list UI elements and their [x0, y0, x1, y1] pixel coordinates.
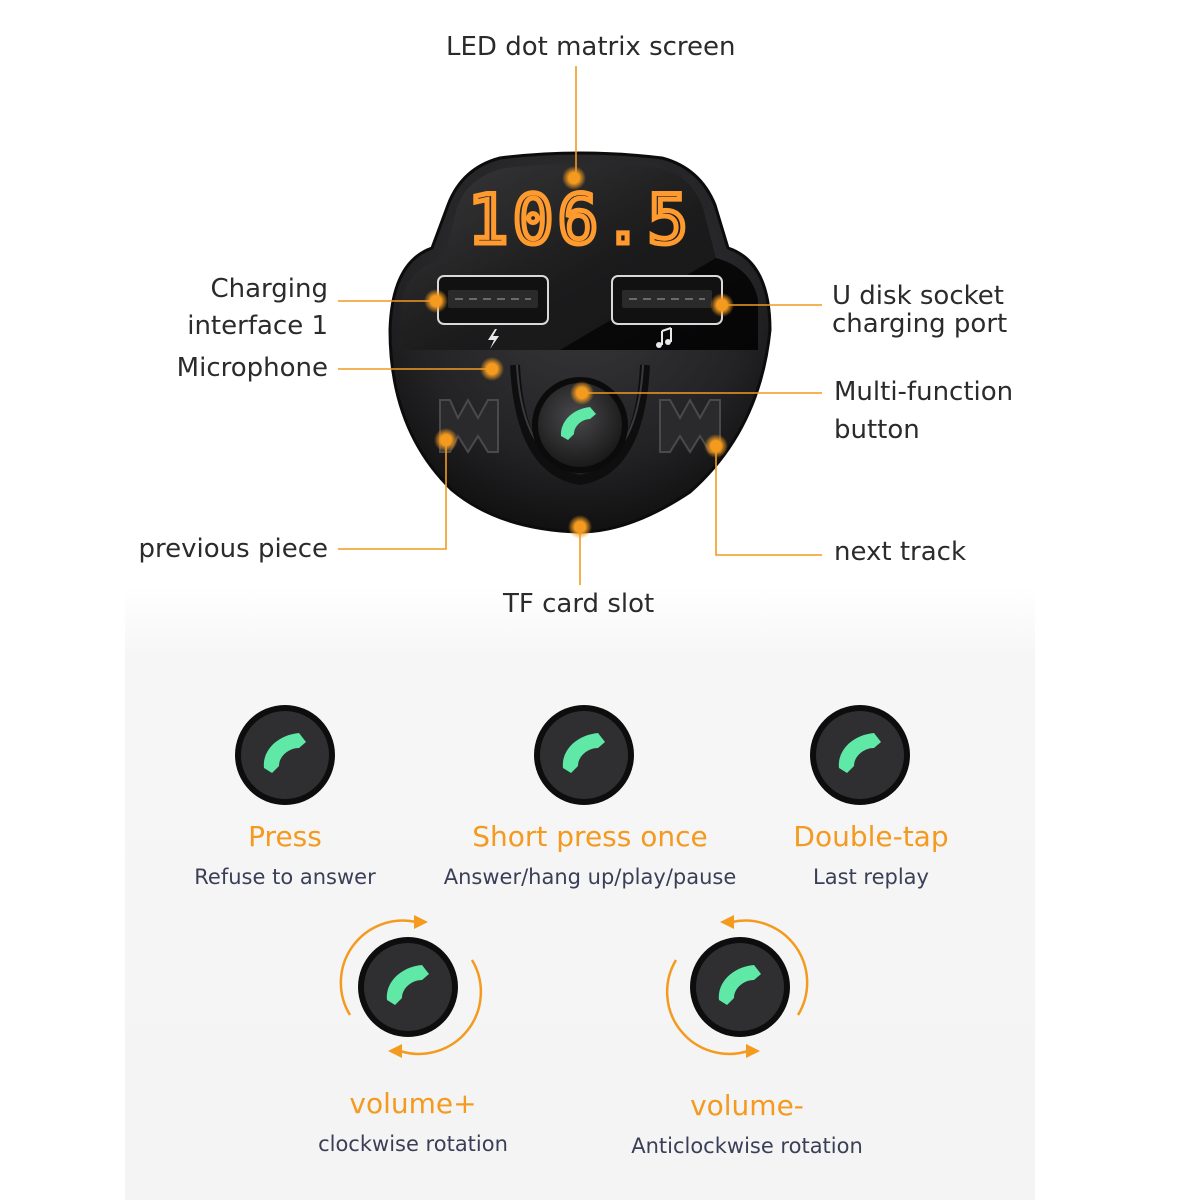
usb-port-left — [437, 275, 549, 325]
phone-icon — [562, 733, 605, 773]
label-charging-interface-line1: Charging — [210, 274, 328, 304]
mode-title-volume-down: volume- — [690, 1089, 804, 1122]
mode-desc-press: Refuse to answer — [194, 865, 376, 889]
anticlockwise-arrow-icon — [665, 919, 809, 1056]
multi-function-knob — [532, 377, 628, 473]
label-charging-interface-line2: interface 1 — [187, 311, 328, 341]
mode-desc-volume-up: clockwise rotation — [318, 1132, 508, 1156]
phone-icon — [263, 733, 306, 773]
mode-title-short-press: Short press once — [472, 820, 708, 853]
mode-knob-volume-up — [339, 915, 483, 1058]
label-led-screen: LED dot matrix screen — [446, 32, 736, 62]
car-fm-transmitter-illustration: 106.5 — [338, 66, 822, 585]
mode-knob-short-press — [534, 705, 634, 805]
mode-knob-press — [235, 705, 335, 805]
clockwise-arrow-icon — [339, 919, 483, 1056]
callout-markers — [424, 166, 734, 539]
mode-title-double-tap: Double-tap — [793, 820, 949, 853]
label-tf-card-slot: TF card slot — [503, 589, 655, 619]
mode-title-volume-up: volume+ — [349, 1087, 477, 1120]
mode-desc-double-tap: Last replay — [813, 865, 929, 889]
phone-icon — [560, 407, 596, 440]
usb-port-right — [611, 275, 723, 325]
label-u-disk-line1: U disk socket — [832, 281, 1004, 311]
phone-icon — [386, 965, 429, 1005]
lower-panel-background — [125, 585, 1035, 1200]
mode-title-press: Press — [248, 820, 322, 853]
label-multifunction-line2: button — [834, 415, 920, 445]
phone-icon — [718, 965, 761, 1005]
label-u-disk-line2: charging port — [832, 309, 1008, 339]
mode-desc-volume-down: Anticlockwise rotation — [631, 1134, 863, 1158]
phone-icon — [838, 733, 881, 773]
callout-leader-lines — [338, 66, 822, 585]
label-next-track: next track — [834, 537, 967, 567]
mode-desc-short-press: Answer/hang up/play/pause — [443, 865, 737, 889]
mode-knob-double-tap — [810, 705, 910, 805]
label-previous-piece: previous piece — [138, 534, 328, 564]
mode-knob-volume-down — [665, 915, 809, 1058]
lightning-icon — [488, 329, 499, 349]
led-reading: 106.5 — [468, 181, 693, 260]
label-microphone: Microphone — [176, 353, 328, 383]
music-note-icon — [656, 327, 672, 348]
label-multifunction-line1: Multi-function — [834, 377, 1014, 407]
